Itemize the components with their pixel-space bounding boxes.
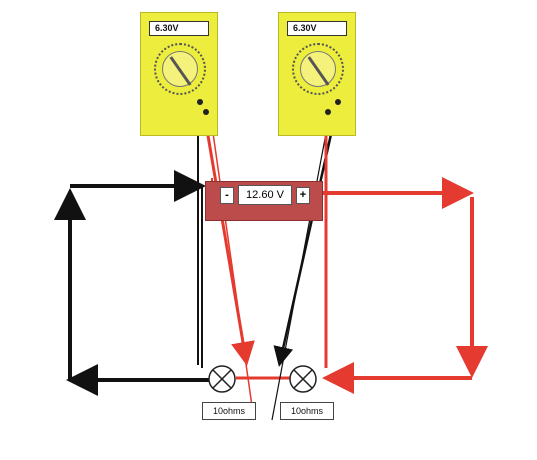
probe-lead-2-black [273, 111, 338, 367]
dial-face [162, 51, 198, 87]
multimeter-2-com-jack [335, 99, 341, 105]
load-1-label: 10ohms [202, 402, 256, 420]
lamp-1 [208, 365, 236, 393]
probe-lead-1-red-thin [209, 111, 255, 421]
battery-negative-terminal: - [220, 187, 234, 204]
multimeter-2-v-jack [325, 109, 331, 115]
probe-lead-2-black-thin [271, 111, 331, 421]
battery-voltage: 12.60 V [238, 185, 292, 205]
multimeter-2-dial[interactable] [292, 43, 344, 95]
multimeter-1-com-jack [197, 99, 203, 105]
multimeter-2-display: 6.30V [287, 21, 347, 36]
multimeter-1-display: 6.30V [149, 21, 209, 36]
multimeter-2: 6.30V [278, 12, 356, 136]
multimeter-1-v-jack [203, 109, 209, 115]
dial-knob-icon [169, 56, 192, 86]
dial-face [300, 51, 336, 87]
load-2-label: 10ohms [280, 402, 334, 420]
battery-positive-terminal: + [296, 187, 310, 204]
multimeter-1-dial[interactable] [154, 43, 206, 95]
lamp-2 [289, 365, 317, 393]
multimeter-1: 6.30V [140, 12, 218, 136]
dial-knob-icon [307, 56, 330, 86]
battery: - 12.60 V + [205, 181, 323, 221]
positive-wire-loop [211, 177, 488, 394]
probe-leads [197, 111, 338, 421]
negative-wire-loop [54, 170, 210, 396]
